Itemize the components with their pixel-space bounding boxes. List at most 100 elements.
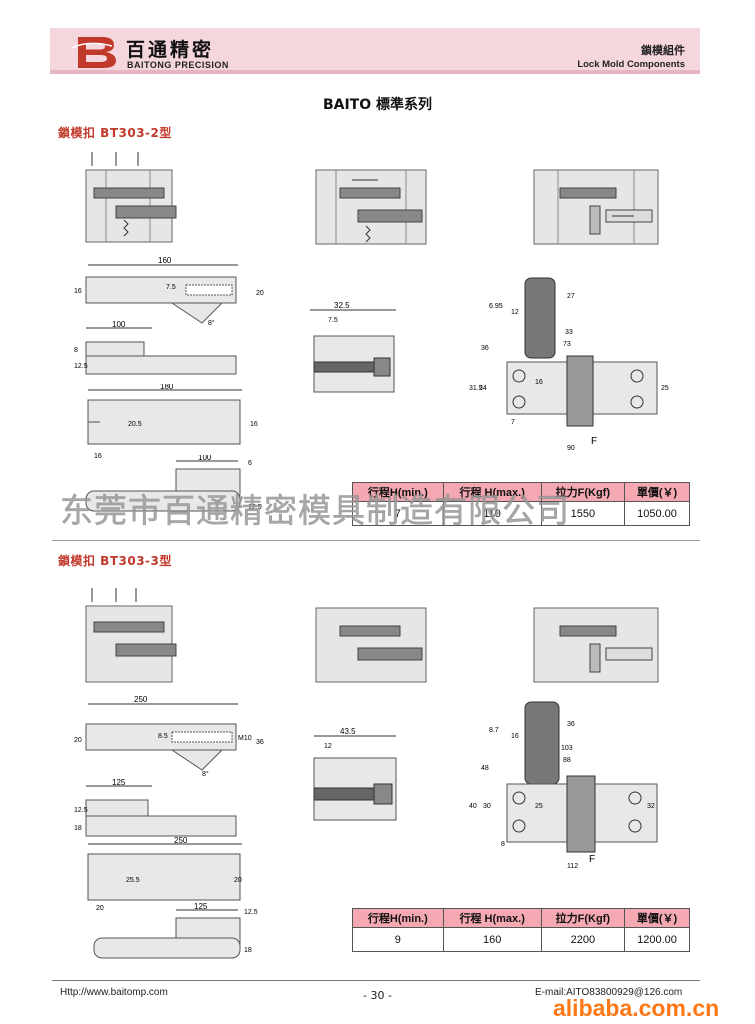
footer-email[interactable]: E-mail:AITO83800929@126.com: [535, 987, 683, 998]
svg-text:18: 18: [74, 825, 82, 832]
page-number: - 30 -: [363, 989, 392, 1002]
section-title-bt303-3: 鎖模扣 BT303-3型: [58, 554, 172, 568]
svg-text:40: 40: [469, 803, 477, 810]
svg-text:16: 16: [250, 421, 258, 428]
col-stroke-max: 行程 H(max.): [442, 482, 542, 502]
svg-text:125: 125: [112, 778, 126, 787]
svg-text:8: 8: [501, 841, 505, 848]
svg-text:12: 12: [324, 743, 332, 750]
svg-text:7.5: 7.5: [166, 284, 176, 291]
drawing-short-bar: 100 8 12.5: [74, 320, 237, 375]
svg-text:90: 90: [567, 445, 575, 452]
col-pull-force: 拉力F(Kgf): [540, 482, 626, 502]
svg-text:7.5: 7.5: [328, 317, 338, 324]
spec-table-bt303-2: 行程H(min.) 行程 H(max.) 拉力F(Kgf) 單價(￥) 7 11…: [352, 482, 690, 526]
svg-text:12: 12: [511, 309, 519, 316]
svg-text:36: 36: [567, 721, 575, 728]
dim-top-length: 160: [158, 256, 172, 265]
brand-name-cn: 百通精密: [126, 39, 215, 61]
svg-text:16: 16: [535, 379, 543, 386]
svg-text:20.5: 20.5: [128, 421, 142, 428]
section-divider: [52, 540, 700, 541]
drawing-small-block-2: 125 12.5 18: [93, 902, 258, 959]
svg-text:F: F: [589, 854, 595, 865]
category-cn: 鎖模組件: [641, 44, 685, 57]
svg-text:8°: 8°: [208, 319, 215, 327]
drawing-short-bar-2: 125 12.5 18: [74, 778, 237, 837]
svg-text:25: 25: [535, 803, 543, 810]
schematic-open-view-2: [315, 607, 427, 683]
svg-text:32: 32: [647, 803, 655, 810]
svg-text:6: 6: [248, 460, 252, 467]
section-title-bt303-2: 鎖模扣 BT303-2型: [58, 126, 172, 140]
svg-text:16: 16: [511, 733, 519, 740]
svg-text:20: 20: [96, 905, 104, 912]
table-row: 7 110 1550 1050.00: [352, 501, 690, 526]
svg-text:12.5: 12.5: [248, 504, 262, 511]
col-stroke-min: 行程H(min.): [352, 482, 444, 502]
drawing-main-plate-2: 250 20 8.5 M10 36 8°: [74, 695, 264, 778]
drawing-pin-assembly-2: 43.5 12: [313, 727, 397, 821]
svg-text:M10: M10: [238, 735, 252, 742]
svg-text:12.5: 12.5: [244, 909, 258, 916]
svg-text:12.5: 12.5: [74, 363, 88, 370]
drawing-small-block: 100 6 12.5: [85, 455, 262, 512]
header-band: [50, 28, 700, 74]
svg-text:32.5: 32.5: [334, 301, 350, 310]
schematic-release-view-2: [533, 607, 659, 683]
drawing-pin-assembly: 32.5 7.5: [310, 301, 396, 393]
footer-website-link[interactable]: Http://www.baitomp.com: [60, 987, 168, 998]
spec-table-bt303-3: 行程H(min.) 行程 H(max.) 拉力F(Kgf) 單價(￥) 9 16…: [352, 908, 690, 952]
svg-text:103: 103: [561, 745, 573, 752]
svg-text:88: 88: [563, 757, 571, 764]
svg-text:33: 33: [565, 329, 573, 336]
svg-text:8: 8: [74, 347, 78, 354]
svg-text:20: 20: [234, 877, 242, 884]
svg-text:6.95: 6.95: [489, 303, 503, 310]
svg-text:8.7: 8.7: [489, 727, 499, 734]
drawing-main-plate: 160 16 7.5 20 8°: [74, 256, 264, 327]
col-unit-price: 單價(￥): [624, 482, 690, 502]
svg-text:36: 36: [481, 345, 489, 352]
svg-text:100: 100: [198, 455, 212, 462]
col-pull-force: 拉力F(Kgf): [540, 908, 626, 928]
drawing-long-bar: 180 20.5 16 16: [87, 384, 258, 460]
svg-text:100: 100: [112, 320, 126, 329]
svg-text:180: 180: [160, 384, 174, 391]
svg-text:250: 250: [134, 695, 148, 704]
svg-text:36: 36: [256, 739, 264, 746]
series-title: BAITO 標準系列: [322, 97, 433, 113]
brand-name-en: BAITONG PRECISION: [127, 60, 229, 70]
col-stroke-max: 行程 H(max.): [442, 908, 542, 928]
schematic-closed-view-2: [85, 588, 177, 683]
table-row: 9 160 2200 1200.00: [352, 927, 690, 952]
svg-text:48: 48: [481, 765, 489, 772]
svg-text:16: 16: [74, 288, 82, 295]
svg-text:73: 73: [563, 341, 571, 348]
svg-text:250: 250: [174, 836, 188, 845]
svg-text:30: 30: [483, 803, 491, 810]
category-en: Lock Mold Components: [577, 59, 685, 70]
svg-text:20: 20: [74, 737, 82, 744]
alibaba-watermark: alibaba.com.cn: [553, 995, 720, 1021]
col-unit-price: 單價(￥): [624, 908, 690, 928]
svg-text:43.5: 43.5: [340, 727, 356, 736]
drawing-main-assembly: 27 6.95 12 33 73 36 31.5 24 16 25 7 90 F: [469, 277, 669, 452]
svg-text:7: 7: [511, 419, 515, 426]
svg-text:112: 112: [567, 863, 578, 870]
svg-text:24: 24: [479, 385, 487, 392]
svg-text:12.5: 12.5: [74, 807, 88, 814]
svg-text:F: F: [591, 436, 597, 447]
svg-text:125: 125: [194, 902, 208, 911]
svg-text:20: 20: [256, 290, 264, 297]
drawing-main-assembly-2: 36 8.7 16 103 88 48 40 30 25 32 8 112 F: [469, 701, 658, 870]
col-stroke-min: 行程H(min.): [352, 908, 444, 928]
svg-text:18: 18: [244, 947, 252, 954]
drawing-long-bar-2: 250 25.5 20 20: [87, 836, 242, 912]
svg-text:8°: 8°: [202, 770, 209, 778]
svg-text:16: 16: [94, 453, 102, 460]
svg-text:8.5: 8.5: [158, 733, 168, 740]
company-watermark: 东莞市百通精密模具制造有限公司: [60, 491, 570, 531]
baitong-logo-icon: [72, 37, 116, 68]
footer-divider: [52, 980, 700, 981]
